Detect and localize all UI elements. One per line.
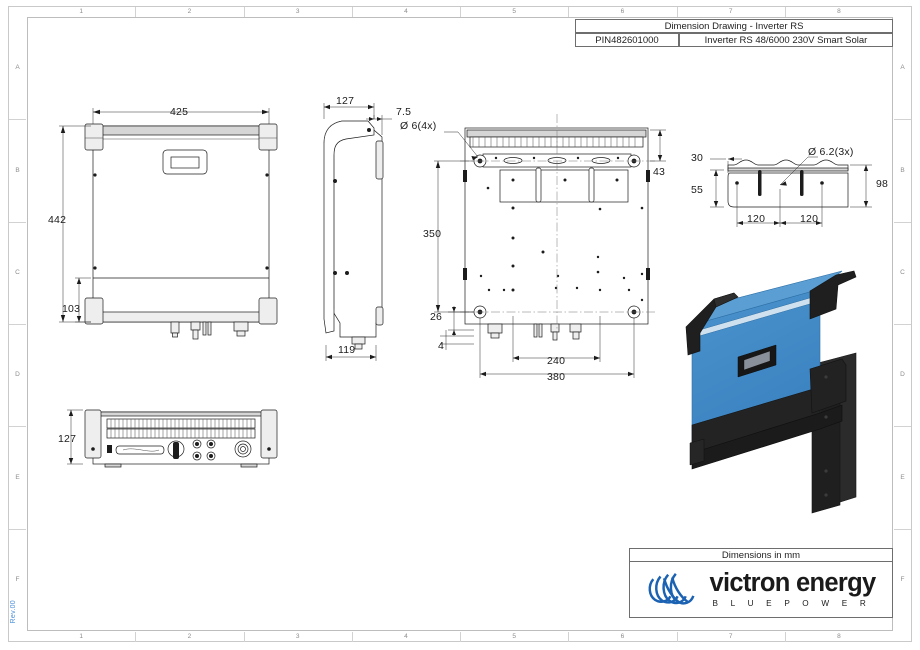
- frame-tick: [784, 7, 786, 17]
- dim-side-offset: 7.5: [396, 106, 412, 118]
- frame-zone-column: 5: [512, 633, 516, 640]
- frame-zone-column: 7: [728, 8, 733, 15]
- frame-zone-column: 8: [837, 8, 841, 15]
- frame-tick: [9, 324, 26, 325]
- dim-rear-lower-offset: 26: [430, 311, 443, 323]
- frame-zone-row: E: [15, 473, 20, 481]
- frame-zone-column: 8: [837, 633, 841, 640]
- frame-zone-row: F: [15, 575, 20, 583]
- revision-label: Rev.00: [10, 600, 17, 624]
- dim-bracket-height: 98: [876, 178, 889, 190]
- dim-rear-inner-span: 240: [547, 355, 566, 367]
- dim-bracket-span-left: 120: [747, 213, 766, 225]
- dim-rear-top-offset: 43: [653, 166, 666, 178]
- sheet-frame-inner: [27, 17, 893, 631]
- dim-bracket-hole-height: 55: [691, 184, 704, 196]
- frame-tick: [894, 221, 911, 223]
- dim-front-width: 425: [170, 106, 189, 118]
- frame-tick: [568, 7, 570, 17]
- frame-tick: [9, 119, 26, 121]
- frame-zone-row: A: [900, 64, 905, 72]
- frame-zone-row: A: [15, 64, 20, 72]
- units-note: Dimensions in mm: [629, 548, 893, 562]
- brand-logo-block: victron energy B L U E P O W E R: [629, 562, 893, 618]
- bottom-view: [67, 409, 278, 468]
- frame-tick: [9, 528, 26, 530]
- frame-zone-column: 4: [404, 633, 408, 640]
- frame-tick: [351, 7, 353, 17]
- frame-zone-column: 4: [404, 8, 408, 15]
- frame-zone-row: F: [900, 575, 905, 583]
- frame-zone-column: 2: [187, 8, 192, 15]
- frame-tick: [243, 632, 245, 642]
- title-block-model-name: Inverter RS 48/6000 230V Smart Solar: [679, 33, 893, 47]
- isometric-view: [685, 270, 857, 514]
- frame-zone-column: 7: [728, 633, 733, 640]
- title-block-drawing-title: Dimension Drawing - Inverter RS: [575, 19, 893, 33]
- dim-rear-bottom-offset: 4: [438, 340, 445, 352]
- frame-tick: [676, 632, 678, 642]
- dim-front-lower: 103: [62, 303, 81, 315]
- frame-zone-row: C: [15, 268, 20, 276]
- frame-zone-column: 3: [295, 633, 300, 640]
- frame-tick: [568, 632, 570, 642]
- frame-tick: [676, 7, 678, 17]
- frame-zone-row: E: [900, 473, 905, 481]
- frame-tick: [460, 632, 461, 642]
- side-view: [323, 103, 392, 361]
- bracket-detail-view: [710, 156, 872, 227]
- frame-tick: [894, 119, 911, 121]
- frame-zone-column: 5: [512, 8, 516, 15]
- frame-tick: [135, 632, 137, 642]
- frame-tick: [243, 7, 245, 17]
- frame-tick: [9, 426, 26, 428]
- dim-bottom-depth: 127: [58, 433, 77, 445]
- frame-zone-column: 6: [620, 633, 625, 640]
- frame-tick: [135, 7, 137, 17]
- frame-zone-row: D: [15, 371, 20, 379]
- rear-view: [434, 114, 666, 378]
- frame-tick: [351, 632, 353, 642]
- frame-zone-column: 1: [79, 633, 83, 640]
- frame-zone-column: 3: [295, 8, 300, 15]
- frame-tick: [9, 221, 26, 223]
- dim-bracket-hole-dia: Ø 6.2(3x): [808, 146, 854, 158]
- brand-tagline: B L U E P O W E R: [712, 598, 871, 608]
- dim-front-height: 442: [48, 214, 67, 226]
- frame-zone-column: 1: [79, 8, 83, 15]
- frame-tick: [894, 528, 911, 530]
- frame-zone-column: 6: [620, 8, 625, 15]
- frame-zone-row: D: [900, 371, 905, 379]
- dim-rear-outer-span: 380: [547, 371, 566, 383]
- dim-rear-hole-dia: Ø 6(4x): [400, 120, 437, 132]
- brand-name: victron energy: [709, 569, 877, 598]
- dim-side-depth: 127: [336, 95, 355, 107]
- front-view: [59, 108, 278, 340]
- frame-zone-column: 2: [187, 633, 192, 640]
- frame-tick: [894, 324, 911, 325]
- frame-zone-row: B: [15, 166, 20, 174]
- dim-rear-vertical: 350: [423, 228, 442, 240]
- victron-logo-icon: [648, 572, 695, 605]
- frame-tick: [894, 426, 911, 428]
- title-block-part-number: PIN482601000: [575, 33, 679, 47]
- frame-zone-row: B: [900, 166, 905, 174]
- dim-side-lower-depth: 119: [338, 344, 356, 356]
- dim-bracket-span-right: 120: [800, 213, 819, 225]
- dim-bracket-top-offset: 30: [691, 152, 704, 164]
- frame-tick: [460, 7, 461, 17]
- frame-zone-row: C: [900, 268, 905, 276]
- frame-tick: [784, 632, 786, 642]
